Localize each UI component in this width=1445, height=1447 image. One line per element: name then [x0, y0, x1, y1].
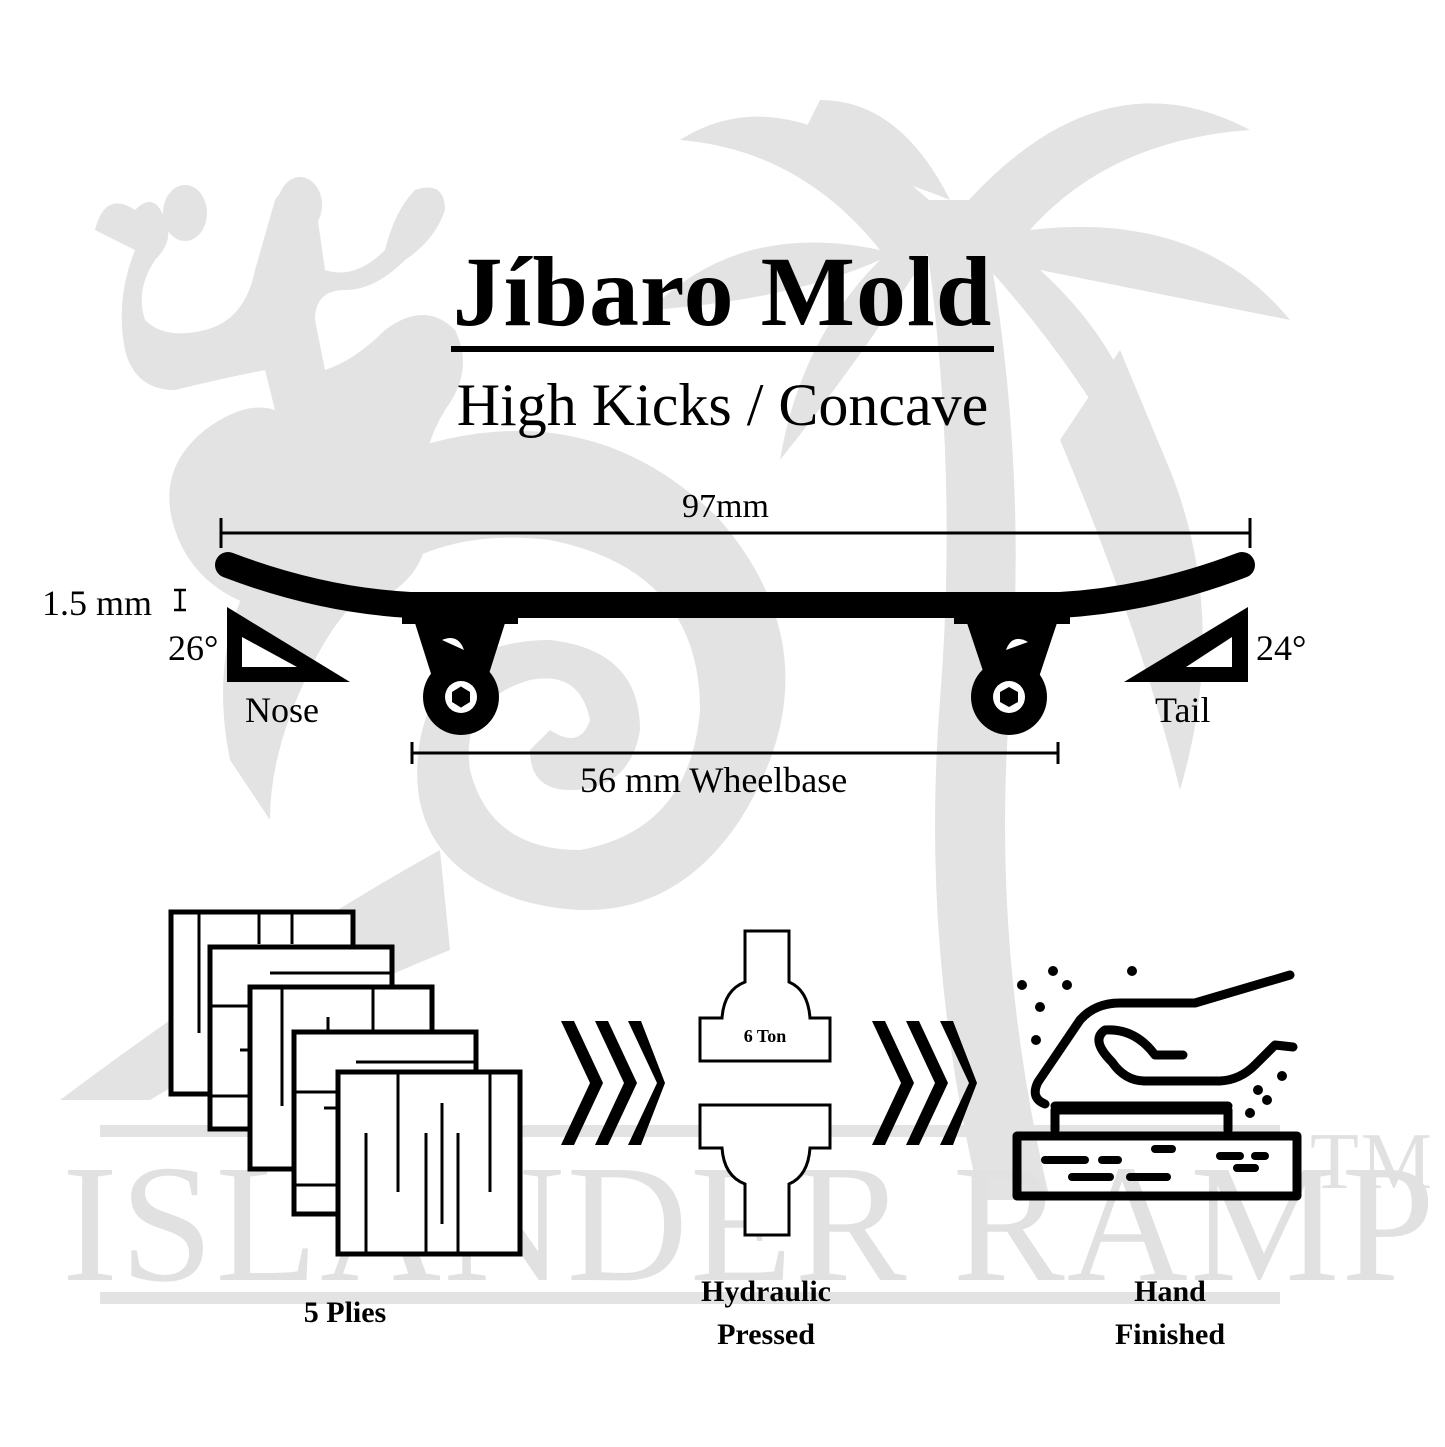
hand-sanding-icon [1012, 970, 1302, 1201]
chevron-triple-right-icon [872, 1021, 977, 1145]
length-label: 97mm [682, 488, 769, 525]
step-label-finished: Hand Finished [1114, 1275, 1226, 1351]
nose-angle-label: 26° [168, 628, 219, 668]
plywood-layers-icon [168, 909, 523, 1257]
nose-label: Nose [245, 690, 319, 730]
tail-label: Tail [1155, 690, 1211, 730]
hydraulic-press-icon [698, 929, 832, 1237]
title-text: Jíbaro Mold [450, 238, 995, 352]
page-subtitle: High Kicks / Concave [456, 372, 989, 438]
length-dimension-line [219, 518, 1252, 548]
wheelbase-label: 56 mm Wheelbase [580, 760, 848, 800]
press-force-badge: 6 Ton [743, 1026, 787, 1046]
page-title: Jíbaro Mold [0, 238, 1445, 352]
deck-icon [215, 552, 1255, 618]
watermark-trademark: TM [1310, 1118, 1434, 1206]
wheelbase-dimension-line [410, 742, 1060, 764]
step-label-plies: 5 Plies [303, 1296, 387, 1329]
sawdust-particles-icon [1017, 966, 1287, 1118]
thickness-label: 1.5 mm [42, 583, 153, 623]
front-truck-wheel-icon [402, 612, 518, 735]
nose-angle-triangle-icon [227, 607, 350, 682]
tail-angle-label: 24° [1256, 628, 1307, 668]
step-label-pressed: Hydraulic Pressed [700, 1275, 831, 1351]
tail-angle-triangle-icon [1124, 607, 1248, 682]
rear-truck-wheel-icon [954, 612, 1070, 735]
chevron-triple-right-icon [561, 1021, 665, 1145]
thickness-marker-icon [174, 588, 186, 612]
